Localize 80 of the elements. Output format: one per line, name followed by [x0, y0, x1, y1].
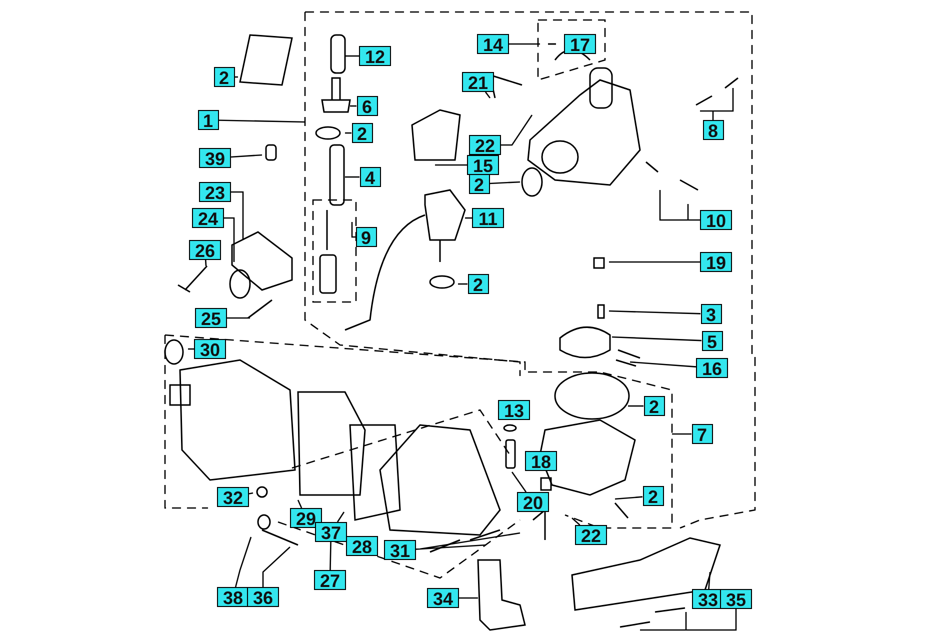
- leader-line: [227, 317, 250, 319]
- callout-number: 39: [199, 148, 231, 168]
- callout-number: 37: [315, 522, 347, 542]
- leader-line: [218, 120, 306, 123]
- callout-number: 6: [356, 96, 378, 116]
- callout-number: 23: [199, 182, 231, 202]
- leader-line: [628, 405, 644, 407]
- callout-number: 36: [247, 587, 279, 607]
- leader-line: [351, 222, 356, 238]
- leader-line: [572, 518, 580, 526]
- callout-number: 38: [217, 587, 249, 607]
- callout-number: 2: [352, 123, 372, 143]
- leader-line: [614, 496, 643, 500]
- callout-number: 22: [469, 135, 501, 155]
- callout-number: 2: [644, 396, 664, 416]
- callout-number: 2: [468, 274, 488, 294]
- callout-number: 32: [217, 487, 249, 507]
- callout-number: 30: [194, 339, 226, 359]
- callout-number: 17: [564, 34, 596, 54]
- callout-number: 35: [720, 589, 752, 609]
- callout-number: 4: [360, 167, 380, 187]
- leader-line: [639, 608, 737, 631]
- callout-number: 26: [189, 240, 221, 260]
- leader-line: [234, 536, 252, 588]
- leader-line: [509, 43, 540, 45]
- leader-line: [501, 114, 533, 146]
- leader-line: [630, 361, 696, 368]
- callout-number: 15: [467, 155, 499, 175]
- callout-number: 9: [356, 227, 376, 247]
- callout-number: 2: [214, 67, 234, 87]
- callout-number: 20: [517, 492, 549, 512]
- callout-number: 31: [384, 540, 416, 560]
- callout-number: 12: [359, 46, 391, 66]
- callout-number: 27: [314, 570, 346, 590]
- leader-line: [345, 176, 360, 178]
- callout-number: 8: [702, 120, 724, 140]
- callout-number: 21: [462, 72, 494, 92]
- callout-number: 13: [498, 400, 530, 420]
- callout-number: 5: [702, 331, 722, 351]
- leader-line: [262, 546, 290, 587]
- leader-line: [224, 217, 235, 262]
- leader-line: [297, 500, 302, 508]
- callout-number: 2: [468, 174, 490, 194]
- leader-line: [336, 512, 345, 522]
- leader-line: [708, 572, 711, 590]
- callout-number: 7: [692, 424, 712, 444]
- leader-line: [415, 532, 521, 550]
- leader-line: [458, 283, 468, 285]
- leader-line: [459, 597, 478, 599]
- callout-number: 2: [642, 486, 664, 506]
- leader-line: [204, 260, 207, 266]
- callout-number: 1: [198, 110, 218, 130]
- callout-number: 34: [427, 588, 459, 608]
- leader-line: [330, 542, 332, 570]
- leader-line: [511, 472, 527, 492]
- leader-line: [435, 164, 467, 166]
- callout-number: 28: [346, 536, 378, 556]
- callout-number: 25: [195, 308, 227, 328]
- leader-line: [230, 154, 262, 158]
- callout-number: 10: [700, 210, 732, 230]
- callout-number: 11: [472, 208, 504, 228]
- leader-line: [489, 181, 520, 184]
- callout-number: 29: [290, 508, 322, 528]
- leader-line: [231, 191, 244, 240]
- callout-number: 19: [700, 252, 732, 272]
- callout-number: 14: [477, 34, 509, 54]
- leader-line: [345, 55, 359, 57]
- callout-number: 18: [525, 451, 557, 471]
- leader-line: [659, 189, 701, 221]
- leader-line: [612, 336, 702, 342]
- leader-line: [608, 310, 701, 314]
- callout-number: 3: [700, 304, 722, 324]
- leader-line: [484, 92, 491, 98]
- callout-number: 24: [192, 208, 224, 228]
- leader-line: [609, 261, 700, 263]
- callout-number: 16: [696, 358, 728, 378]
- leader-line: [248, 492, 254, 494]
- callout-number: 22: [575, 525, 607, 545]
- leader-line: [672, 433, 692, 435]
- leader-line: [699, 87, 734, 121]
